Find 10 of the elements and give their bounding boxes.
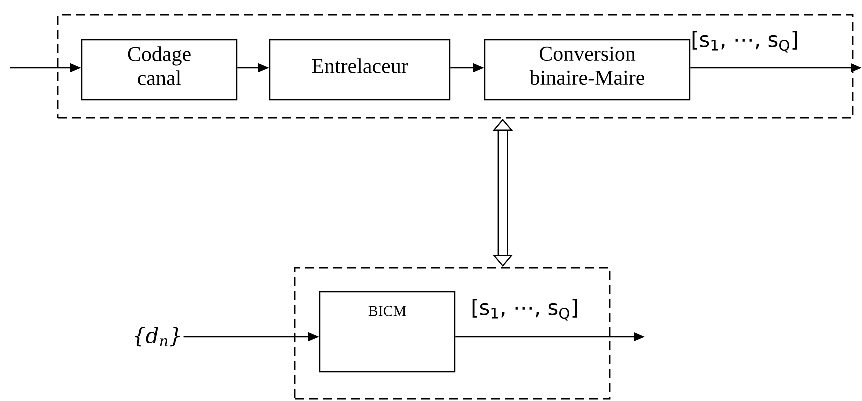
process-box: Entrelaceur	[269, 39, 451, 101]
process-box: BICM	[319, 291, 456, 373]
double-arrow	[492, 119, 514, 267]
dashed-frame	[57, 14, 854, 119]
edge-label: [s$_{1}$, ⋯, s$_{Q}$]	[472, 299, 578, 321]
dashed-frame	[294, 267, 611, 400]
process-box: Conversion binaire-Maire	[484, 39, 691, 101]
edge-label: [s$_{1}$, ⋯, s$_{Q}$]	[692, 31, 798, 53]
input-symbol: {d$_{n}$}	[134, 327, 180, 347]
process-box: Codage canal	[81, 39, 238, 101]
